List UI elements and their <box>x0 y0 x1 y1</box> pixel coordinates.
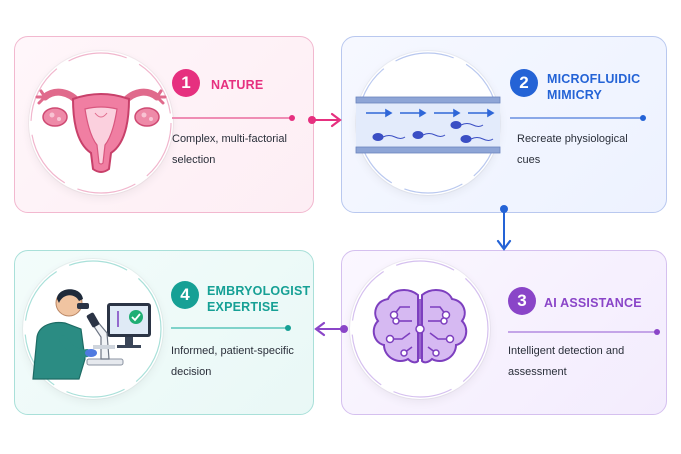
divider-line <box>508 331 656 333</box>
arrow-left-icon <box>314 321 348 337</box>
step-number-badge: 3 <box>508 287 536 315</box>
divider-line <box>171 327 287 329</box>
step-description: Complex, multi-factorial selection <box>172 133 287 166</box>
step-title: NATURE <box>211 78 264 92</box>
step-title: AI ASSISTANCE <box>544 296 642 310</box>
step-number-badge: 4 <box>171 281 199 309</box>
step-card-microfluidic: 2 MICROFLUIDIC MIMICRY Recreate physiolo… <box>341 36 667 213</box>
divider-dot <box>285 325 291 331</box>
step-card-nature: 1 NATURE Complex, multi-factorial select… <box>14 36 314 213</box>
embryologist-microscope-icon <box>24 260 162 398</box>
step-title: MICROFLUIDIC MIMICRY <box>547 72 641 102</box>
step-title: EMBRYOLOGIST EXPERTISE <box>207 284 311 314</box>
divider-line <box>510 117 642 119</box>
uterus-icon <box>30 52 172 194</box>
step-description: Recreate physiological cues <box>517 133 628 166</box>
step-card-ai: 3 AI ASSISTANCE Intelligent detection an… <box>341 250 667 415</box>
divider-dot <box>640 115 646 121</box>
step-card-embryologist: 4 EMBRYOLOGIST EXPERTISE Informed, patie… <box>14 250 314 415</box>
microfluidic-channel-icon <box>355 52 501 194</box>
ai-brain-icon <box>351 260 489 398</box>
arrow-right-icon <box>308 112 342 128</box>
step-number-badge: 2 <box>510 69 538 97</box>
divider-dot <box>654 329 660 335</box>
step-description: Intelligent detection and assessment <box>508 345 625 378</box>
divider-dot <box>289 115 295 121</box>
divider-line <box>172 117 292 119</box>
step-description: Informed, patient-specific decision <box>171 345 294 378</box>
step-number-badge: 1 <box>172 69 200 97</box>
arrow-down-icon <box>496 205 512 251</box>
